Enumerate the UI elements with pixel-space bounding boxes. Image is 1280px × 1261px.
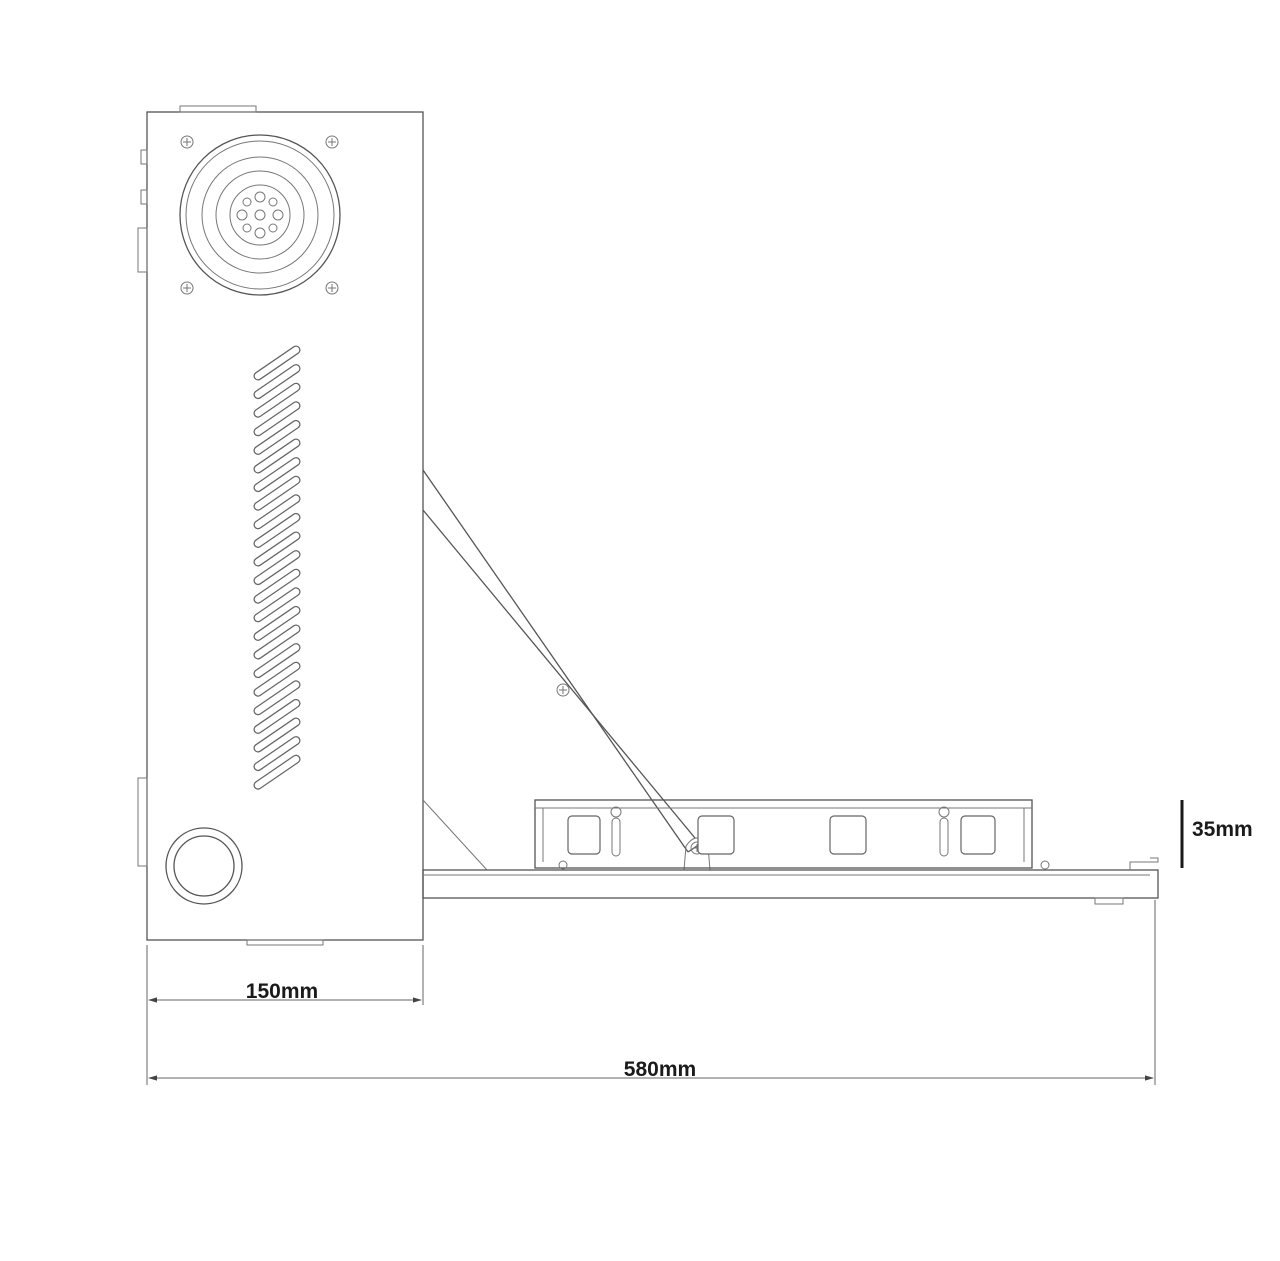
vent-slot-inner [254,644,300,677]
vent-slot-inner [254,718,300,752]
fan-screw-bottom-left [180,281,194,295]
vent-slot-inner [254,514,300,547]
vent-slot-inner [254,383,300,417]
dimension-35mm: 35mm [1180,800,1253,868]
dimension-150mm: 150mm [146,945,424,1085]
cabinet-body [137,105,424,946]
dimension-580mm: 580mm [148,900,1156,1085]
vent-slot-inner [254,458,300,491]
dimension-label-580mm: 580mm [624,1058,696,1081]
vent-slot-inner [254,346,300,380]
dimension-label-35mm: 35mm [1192,818,1253,841]
diagonal-support-brace [422,469,707,871]
vent-slot-inner [254,476,300,510]
dimension-label-150mm: 150mm [246,980,318,1003]
fan-screw-top-left [180,135,194,149]
vent-slot-inner [254,551,300,584]
vent-slot-inner [254,402,300,436]
ventilation-slots [253,345,301,790]
vent-slot-inner [254,700,300,733]
vent-slot-inner [254,681,300,715]
fan-screw-top-right [325,135,339,149]
cable-entry-hole [165,827,243,905]
brace-screw-middle [556,683,570,697]
vent-slot-inner [254,569,300,603]
vent-slot-inner [254,737,300,770]
vent-slot-inner [254,532,300,566]
slide-rail [534,799,1050,870]
keyboard-shelf [422,857,1159,905]
fan-grille [179,134,341,296]
fan-screw-bottom-right [325,281,339,295]
vent-slot-inner [254,625,300,659]
vent-slot-inner [254,439,300,473]
vent-slot-inner [254,421,300,454]
vent-slot-inner [254,495,300,529]
vent-slot-inner [254,365,300,398]
vent-slot-inner [254,588,300,622]
vent-slot-inner [254,755,300,789]
vent-slot-inner [254,662,300,696]
vent-slot-inner [254,607,300,640]
